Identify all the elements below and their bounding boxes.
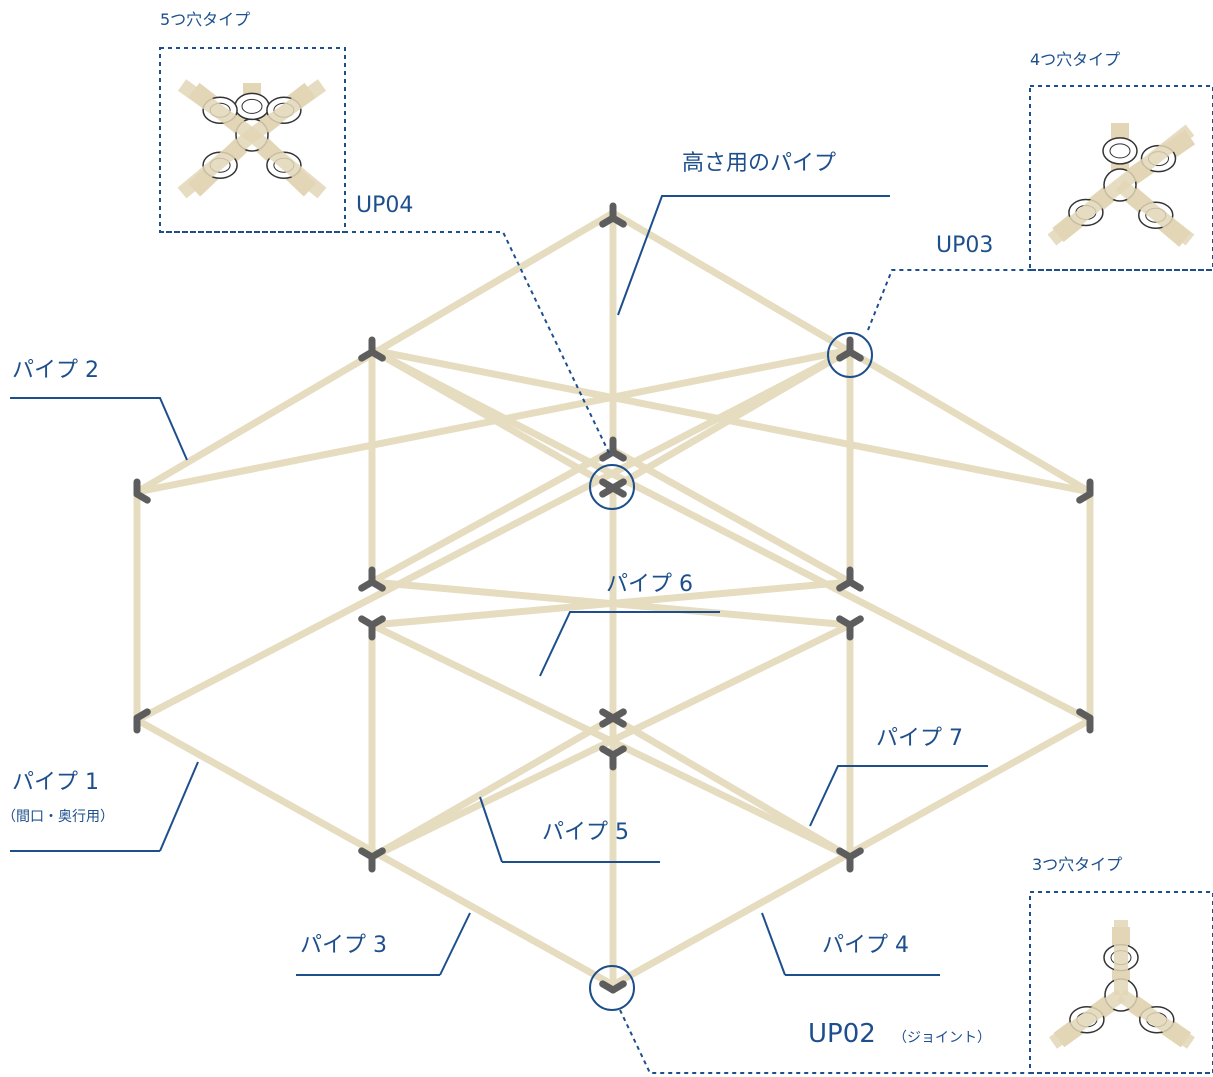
pipe1-label: パイプ 1 [12, 770, 99, 795]
height-pipe-label: 高さ用のパイプ [682, 151, 837, 176]
connector-pipe-overlay [1047, 179, 1125, 246]
joint-arm [133, 490, 151, 504]
pipe3-label: パイプ 3 [300, 933, 387, 958]
connector-highlight-circle [827, 332, 873, 378]
callout-lines [10, 195, 1213, 1074]
connector-socket [234, 92, 270, 121]
pipe-segment [371, 578, 851, 629]
connector-socket [1102, 137, 1138, 165]
connector-highlight-circle [589, 464, 635, 510]
joint [599, 745, 627, 771]
joint-arm [599, 484, 617, 498]
joint [133, 478, 151, 504]
pipe-segment [135, 346, 852, 724]
four-hole-connector [1047, 123, 1196, 247]
joint [836, 336, 864, 362]
joint-markers [133, 202, 1094, 994]
joint [358, 566, 386, 592]
callout-line [439, 912, 471, 976]
joint [836, 566, 864, 592]
pipe-segment [370, 714, 615, 861]
pipe-frame [133, 209, 1094, 989]
joint [358, 336, 386, 362]
callout-line [617, 195, 890, 316]
callout-dashed-line [619, 1009, 1030, 1074]
connector-pipe-overlay [1115, 179, 1195, 246]
callout-line [539, 611, 720, 677]
connector-pipe-overlay [1048, 989, 1126, 1049]
four-hole-box [1029, 85, 1213, 271]
pipe6-label: パイプ 6 [606, 572, 693, 597]
pipe-segment [611, 714, 852, 861]
five-hole-connector [177, 79, 327, 199]
connector-socket-inner [241, 98, 263, 114]
joint-arm [1076, 708, 1094, 722]
connector-type-boxes [159, 47, 1213, 1074]
callout-line [809, 765, 988, 827]
joint [1076, 708, 1094, 734]
joint [599, 708, 627, 728]
joint-arm [609, 214, 627, 228]
joint-arm [599, 714, 617, 728]
joint-arm [609, 980, 627, 994]
pipe1-note: （間口・奥行用） [2, 809, 114, 825]
joint [599, 202, 627, 228]
up02-note: （ジョイント） [893, 1030, 991, 1046]
callout-dashed-line [867, 269, 1030, 331]
connector-pipe-overlay [1117, 989, 1195, 1049]
pipe-segment [370, 446, 615, 586]
pipe-segment [611, 446, 852, 586]
five-hole-type-label: 5つ穴タイプ [160, 10, 251, 29]
connector-pipe-overlay [1115, 124, 1195, 191]
pipe2-label: パイプ 2 [12, 358, 99, 383]
up04-label: UP04 [356, 193, 414, 218]
connector-socket-inner [1109, 143, 1131, 159]
three-hole-type-label: 3つ穴タイプ [1032, 855, 1123, 874]
connector-pipe-overlay [247, 79, 327, 141]
callout-line [10, 397, 188, 461]
callout-dashed-line [160, 231, 611, 456]
joint-arm [609, 448, 627, 462]
connector-highlight-circle [589, 965, 635, 1011]
up02-label: UP02 [808, 1019, 876, 1049]
joint [836, 615, 864, 641]
callout-line [159, 761, 199, 852]
joint [836, 847, 864, 873]
connector-pipe-overlay [177, 129, 257, 199]
joint [133, 708, 151, 734]
up03-label: UP03 [936, 233, 994, 258]
pipe4-label: パイプ 4 [822, 933, 909, 958]
joint-arm [846, 348, 864, 362]
joint-arm [368, 348, 386, 362]
three-hole-connector [1048, 920, 1195, 1049]
pipe7-label: パイプ 7 [876, 726, 963, 751]
joint [599, 436, 627, 462]
joint [599, 478, 627, 498]
joint [599, 980, 627, 994]
connector-pipe-overlay [247, 129, 327, 199]
pipe5-label: パイプ 5 [542, 820, 629, 845]
joint-arm [1076, 490, 1094, 504]
four-hole-type-label: 4つ穴タイプ [1030, 50, 1121, 69]
joint-arm [133, 708, 151, 722]
joint-arm [368, 847, 386, 861]
joint [358, 847, 386, 873]
callout-line [761, 912, 786, 976]
joint [1076, 478, 1094, 504]
pipe-segment [370, 346, 1092, 724]
callout-line [479, 796, 503, 863]
joint [358, 615, 386, 641]
joint-arm [846, 847, 864, 861]
connector-pipe-overlay [177, 79, 257, 141]
three-hole-box [1029, 891, 1213, 1074]
